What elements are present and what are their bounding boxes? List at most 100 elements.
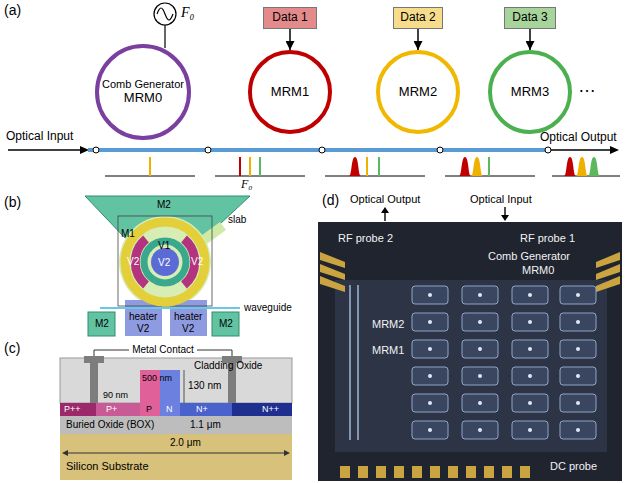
doping-label: P xyxy=(146,404,152,414)
layer-label: M2 xyxy=(219,318,233,330)
chip-photo-part xyxy=(560,313,596,331)
chip-photo-part xyxy=(466,466,476,478)
node-text: MRM2 xyxy=(399,85,437,100)
region-label: Cladding Oxide xyxy=(194,360,262,372)
signal-generator-part xyxy=(164,25,165,48)
region-label: Silicon Substrate xyxy=(66,460,149,473)
chip-photo-part xyxy=(462,394,498,412)
chip-photo-part xyxy=(462,286,498,304)
ring-layout-part xyxy=(118,216,212,306)
ring-layout-part xyxy=(88,312,115,336)
spectra-part xyxy=(576,157,588,176)
doping-label: P+ xyxy=(106,404,117,414)
panel-letter: (b) xyxy=(4,194,21,210)
chip-photo-part xyxy=(512,313,548,331)
cross-section-part xyxy=(84,356,104,363)
chip-photo-part xyxy=(560,340,596,358)
doping-label: N xyxy=(166,404,173,414)
node-text: MRM0 xyxy=(124,91,162,106)
bus-waveguide-part xyxy=(205,147,211,153)
ring-modulator: MRM1 xyxy=(248,50,332,134)
chip-photo-part xyxy=(430,466,440,478)
probe-label: RF probe 2 xyxy=(338,232,393,245)
chip-photo-part xyxy=(512,286,548,304)
probe-label: DC probe xyxy=(550,460,597,473)
chip-photo-part xyxy=(384,212,385,221)
chip-photo-part xyxy=(349,285,351,440)
signal-generator-part xyxy=(157,8,173,20)
chip-photo-part xyxy=(560,421,596,439)
spectra-part xyxy=(149,157,151,176)
panel-letter: (a) xyxy=(4,2,21,18)
layer-label: V2 xyxy=(191,256,203,268)
node-text: MRM1 xyxy=(271,85,309,100)
bus-waveguide-part xyxy=(545,149,612,151)
chip-photo-part xyxy=(528,401,532,405)
bus-waveguide-part xyxy=(610,146,619,154)
cross-section xyxy=(60,350,292,480)
chip-photo-part xyxy=(394,466,404,478)
chip-photo-part xyxy=(412,313,448,331)
spectra xyxy=(105,157,620,176)
cross-section-part xyxy=(284,450,290,456)
node-text: Data 2 xyxy=(400,11,435,25)
chip-photo-part xyxy=(512,421,548,439)
spectra-part xyxy=(564,157,576,176)
device-label: MRM1 xyxy=(372,344,404,357)
chip-photo xyxy=(318,207,622,481)
layer-label: M2 xyxy=(157,199,171,211)
doping-label: N+ xyxy=(196,404,208,414)
dimension-label: 130 nm xyxy=(188,380,221,392)
chip-photo-part xyxy=(478,428,482,432)
spectra-part xyxy=(249,157,251,176)
chip-photo-part xyxy=(576,347,580,351)
bus-waveguide-part xyxy=(545,147,551,153)
frequency-label: F₀ xyxy=(181,5,194,21)
chip-photo-part xyxy=(428,401,432,405)
spectra-part xyxy=(488,157,490,176)
cross-section-part xyxy=(60,403,96,416)
ring-outline xyxy=(378,52,458,132)
region-label: Buried Oxide (BOX) xyxy=(66,419,154,431)
chip-photo-part xyxy=(478,320,482,324)
bus-waveguide-part xyxy=(93,147,99,153)
chip-photo-part xyxy=(512,394,548,412)
chip-photo-part xyxy=(412,394,448,412)
chip-photo-part xyxy=(484,466,494,478)
cross-section-part xyxy=(160,403,180,416)
chip-photo-part xyxy=(478,401,482,405)
chip-photo-part xyxy=(576,428,580,432)
chip-photo-part xyxy=(412,340,448,358)
dimension-label: 2.0 μm xyxy=(170,437,201,449)
layer-label: V2 xyxy=(182,323,194,335)
chip-photo-part xyxy=(381,207,389,213)
heater-label: heater xyxy=(174,311,202,323)
heater-label: heater xyxy=(129,311,157,323)
device-label: MRM0 xyxy=(522,264,554,277)
node-text: Data 3 xyxy=(512,11,547,25)
spectra-part xyxy=(471,157,483,176)
bus-waveguide-part xyxy=(8,149,82,151)
chip-photo-part xyxy=(512,367,548,385)
chip-photo-part xyxy=(462,421,498,439)
bus-waveguide-part xyxy=(80,146,89,154)
chip-photo-part xyxy=(318,222,622,481)
chip-photo-part xyxy=(335,280,607,452)
chip-photo-part xyxy=(448,466,458,478)
ring-layout-part xyxy=(125,222,205,302)
spectra-part xyxy=(259,157,261,176)
layer-label: slab xyxy=(228,214,246,226)
cross-section-part xyxy=(60,434,292,480)
data-arrow xyxy=(289,29,291,50)
spectra-part xyxy=(349,157,361,176)
spectra-part xyxy=(239,157,241,176)
chip-photo-part xyxy=(428,428,432,432)
node-text: MRM3 xyxy=(511,85,549,100)
chip-photo-part xyxy=(412,367,448,385)
dimension-label: 90 nm xyxy=(103,390,128,400)
doping-label: N++ xyxy=(262,404,279,414)
chip-photo-part xyxy=(412,466,422,478)
chip-photo-part xyxy=(428,320,432,324)
chip-photo-part xyxy=(528,347,532,351)
cross-section-part xyxy=(66,453,286,454)
